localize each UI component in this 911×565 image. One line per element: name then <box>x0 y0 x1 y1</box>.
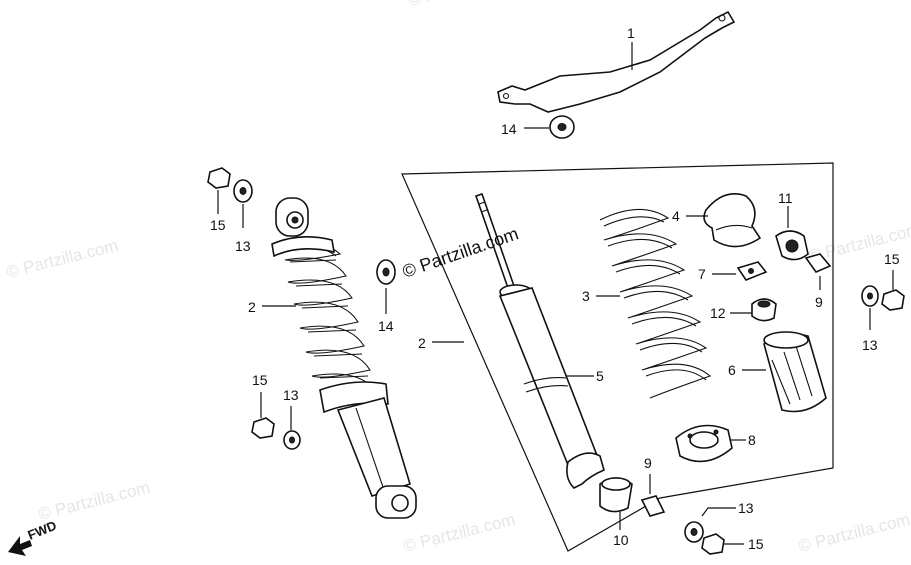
watermark: © Partzilla.com <box>796 510 911 556</box>
part-12-rubber: 12 <box>710 298 777 322</box>
part-9-collar-right: 9 <box>804 253 832 310</box>
callout-label: 12 <box>710 305 726 321</box>
callout-6: 6 <box>728 362 766 378</box>
callout-5: 5 <box>566 368 604 384</box>
callout-label: 4 <box>672 208 680 224</box>
part-2-shock-assembly <box>271 197 417 519</box>
part-15-nut-right: 15 <box>881 251 905 311</box>
watermark: © Partzilla.com <box>36 478 152 524</box>
callout-label: 2 <box>248 299 256 315</box>
callout-label: 15 <box>210 217 226 233</box>
callout-label: 13 <box>283 387 299 403</box>
callout-label: 8 <box>748 432 756 448</box>
callout-label: 2 <box>418 335 426 351</box>
fwd-arrow-icon <box>8 536 32 556</box>
part-6-boot <box>763 331 827 413</box>
callout-label: 5 <box>596 368 604 384</box>
callout-label: 7 <box>698 266 706 282</box>
assembly-outline <box>401 162 834 552</box>
callout-label: 9 <box>644 455 652 471</box>
fwd-indicator: FWD <box>8 518 59 556</box>
callout-4: 4 <box>672 208 708 224</box>
callout-label: 6 <box>728 362 736 378</box>
callout-2-box: 2 <box>418 335 464 351</box>
part-13-washer-right: 13 <box>861 285 879 353</box>
part-8-spring-seat: 8 <box>675 424 756 463</box>
callout-label: 13 <box>738 500 754 516</box>
part-4-spring-cap <box>703 193 762 248</box>
part-14-washer-top: 14 <box>501 115 575 139</box>
callout-label: 10 <box>613 532 629 548</box>
watermarks: © Partzilla.com © Partzilla.com © Partzi… <box>4 0 911 556</box>
watermark: © Partzilla.com <box>4 236 120 282</box>
callout-label: 14 <box>501 121 517 137</box>
part-14-washer-mid: 14 <box>376 259 396 334</box>
callout-label: 13 <box>862 337 878 353</box>
callout-label: 11 <box>778 190 793 206</box>
callout-label: 13 <box>235 238 251 254</box>
part-11-bushing: 11 <box>775 190 809 261</box>
part-7-plate: 7 <box>698 261 768 282</box>
part-15-nut-bottom: 15 <box>701 533 764 555</box>
part-15-nut-low-left: 15 <box>251 372 275 439</box>
fwd-label: FWD <box>26 518 59 543</box>
callout-label: 3 <box>582 288 590 304</box>
part-1-bracket <box>497 10 736 113</box>
part-9-collar-low: 9 <box>640 455 666 517</box>
part-15-nut-top-left: 15 <box>207 167 231 233</box>
callout-label: 14 <box>378 318 394 334</box>
part-13-washer-bottom: 13 <box>684 500 754 543</box>
watermark: © Partzilla.com <box>401 510 517 556</box>
part-3-spring <box>599 208 712 399</box>
callout-2-left: 2 <box>248 299 296 315</box>
callout-label: 15 <box>252 372 268 388</box>
callout-3: 3 <box>582 288 620 304</box>
part-10-bushing: 10 <box>599 477 633 548</box>
callout-label: 15 <box>748 536 764 552</box>
part-13-washer-top-left: 13 <box>233 179 253 254</box>
callout-label: 9 <box>815 294 823 310</box>
part-5-damper <box>474 192 605 489</box>
watermark: © Partzilla.com <box>406 0 522 10</box>
part-13-washer-low-left: 13 <box>283 387 301 450</box>
callout-label: 15 <box>884 251 900 267</box>
callout-1: 1 <box>627 25 635 70</box>
callout-label: 1 <box>627 25 635 41</box>
